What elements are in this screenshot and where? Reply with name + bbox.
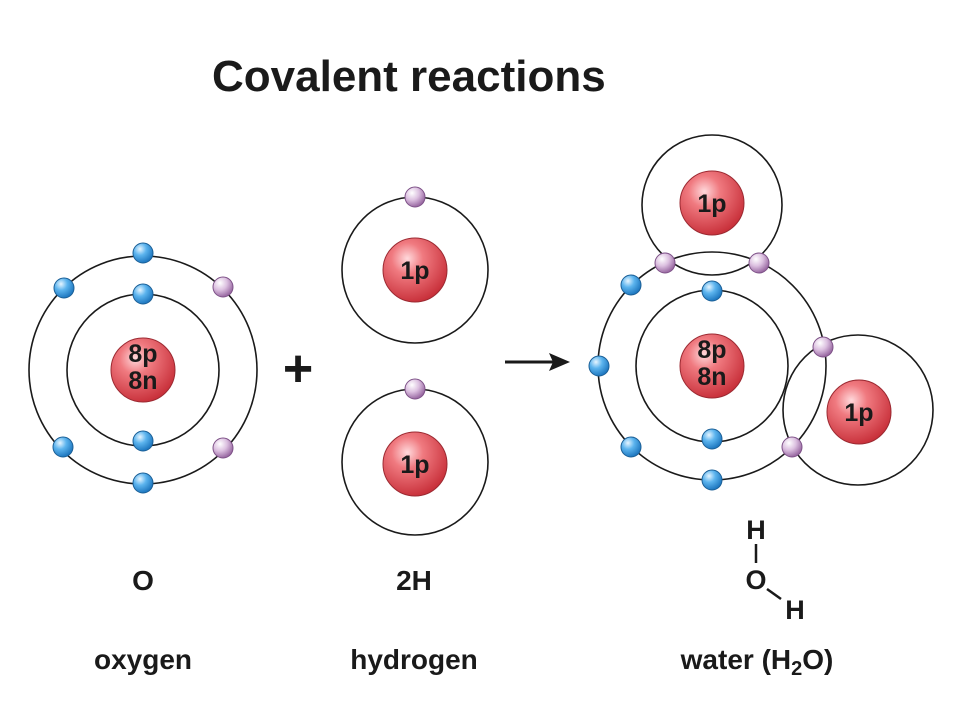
plus-sign: + (283, 340, 313, 398)
water-hydrogen-nucleus-label: 1p (844, 399, 873, 427)
shared-electron (748, 252, 770, 274)
oxygen-electron (52, 436, 74, 458)
water-name-suffix: O) (802, 644, 833, 675)
oxygen-symbol: O (132, 565, 154, 596)
hydrogen-electron (404, 186, 426, 208)
hydrogen-atom-top: 1p (341, 186, 489, 344)
water-oxygen-electron (620, 436, 642, 458)
oxygen-electron (53, 277, 75, 299)
hydrogen-symbol: 2H (396, 565, 432, 596)
shared-electron (781, 436, 803, 458)
water-hydrogen-nucleus (679, 170, 745, 236)
diagram-title: Covalent reactions (212, 52, 606, 101)
oxygen-electron (132, 472, 154, 494)
oxygen-nucleus-protons: 8p (128, 340, 157, 368)
water-oxygen-electron (620, 274, 642, 296)
oxygen-atom: 8p 8n (28, 242, 258, 494)
water-oxygen-nucleus-neutrons: 8n (697, 363, 726, 391)
oxygen-electron (132, 430, 154, 452)
hydrogen-nucleus-label: 1p (400, 257, 429, 285)
hydrogen-nucleus-label: 1p (400, 451, 429, 479)
water-hydrogen-nucleus-label: 1p (697, 190, 726, 218)
formula-hydrogen-right: H (785, 595, 805, 625)
water-name-subscript: 2 (791, 658, 802, 680)
water-hydrogen-nucleus (826, 379, 892, 445)
hydrogen-name: hydrogen (350, 644, 478, 675)
oxygen-unpaired-electron (212, 437, 234, 459)
oxygen-electron (132, 242, 154, 264)
water-oxygen-electron (588, 355, 610, 377)
oxygen-electron (132, 283, 154, 305)
water-oxygen-nucleus-protons: 8p (697, 336, 726, 364)
hydrogen-nucleus (382, 431, 448, 497)
water-oxygen-electron (701, 428, 723, 450)
formula-bond-diagonal (766, 587, 782, 601)
water-oxygen-electron (701, 280, 723, 302)
water-molecule: 8p 8n 1p 1p (588, 134, 934, 491)
oxygen-unpaired-electron (212, 276, 234, 298)
hydrogen-electron (404, 378, 426, 400)
formula-hydrogen-top: H (746, 515, 766, 545)
water-structural-formula: H O H (745, 515, 804, 625)
water-oxygen-nucleus (679, 333, 745, 399)
water-oxygen-electron (701, 469, 723, 491)
reaction-arrow (505, 353, 570, 371)
formula-oxygen: O (745, 565, 766, 595)
shared-electron (812, 336, 834, 358)
water-hydrogen-shell-right (782, 334, 934, 486)
oxygen-nucleus-neutrons: 8n (128, 367, 157, 395)
oxygen-name: oxygen (94, 644, 192, 675)
hydrogen-nucleus (382, 237, 448, 303)
oxygen-nucleus (110, 337, 176, 403)
hydrogen-atom-bottom: 1p (341, 378, 489, 536)
water-name-prefix: water (H (680, 644, 791, 675)
water-hydrogen-shell-top (641, 134, 783, 276)
water-name: water (H2O) (680, 644, 834, 680)
shared-electron (654, 252, 676, 274)
